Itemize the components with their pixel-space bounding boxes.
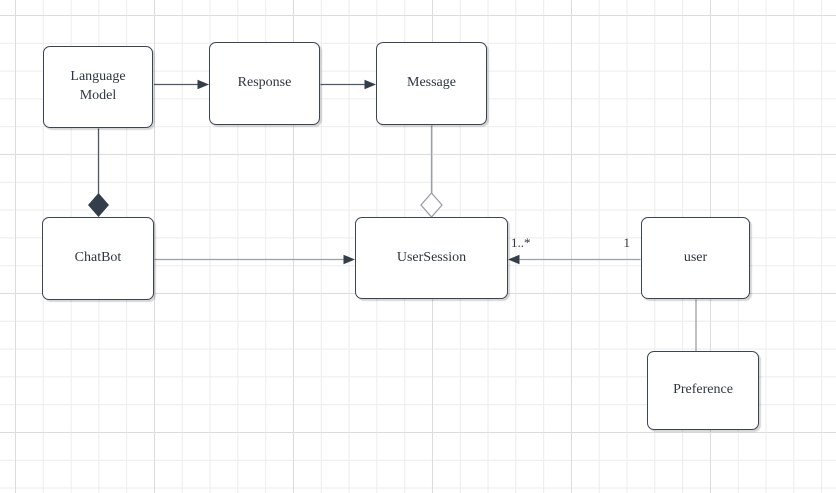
node-label: ChatBot [74, 250, 122, 266]
edge-message-usersession[interactable] [420, 125, 443, 218]
node-label: Response [237, 75, 292, 91]
edge-response-message[interactable] [320, 79, 377, 90]
edge-user-usersession[interactable] [508, 254, 641, 265]
node-preference[interactable]: Preference [647, 351, 759, 430]
edge-languagemodel-response[interactable] [154, 79, 209, 90]
arrowhead-icon [364, 79, 376, 90]
node-label: UserSession [396, 249, 467, 265]
node-response[interactable]: Response [209, 42, 320, 125]
arrowhead-icon [343, 254, 355, 265]
node-usersession[interactable]: UserSession [355, 217, 508, 299]
edge-chatbot-usersession[interactable] [154, 254, 356, 265]
edge-languagemodel-chatbot[interactable] [88, 128, 109, 218]
node-chatbot[interactable]: ChatBot [42, 217, 154, 300]
aggregation-diamond-icon [420, 192, 443, 218]
multiplicity-label-source: 1 [623, 235, 631, 250]
arrowhead-icon [508, 254, 520, 265]
node-label: Language Model [70, 69, 126, 103]
node-language-model[interactable]: Language Model [43, 46, 153, 128]
node-label: Message [407, 75, 456, 91]
arrowhead-icon [197, 79, 209, 90]
composition-diamond-icon [88, 193, 109, 217]
node-label: user [683, 249, 708, 265]
node-label: Preference [673, 382, 733, 398]
multiplicity-label-target: 1..* [511, 235, 531, 250]
node-message[interactable]: Message [376, 42, 487, 125]
node-user[interactable]: user [641, 217, 750, 299]
